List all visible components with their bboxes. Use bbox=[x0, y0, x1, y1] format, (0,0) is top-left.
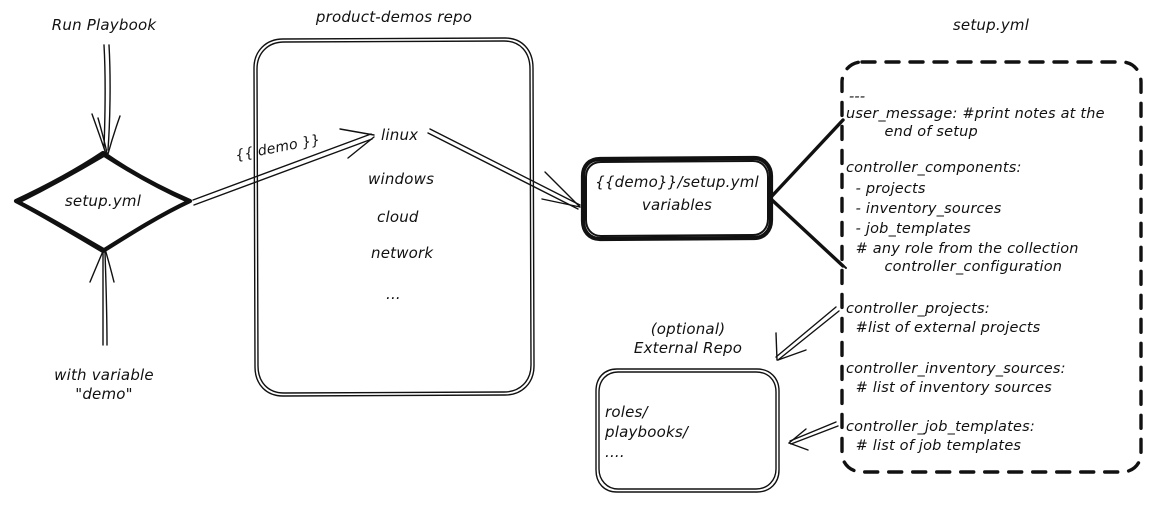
arrow-with-variable bbox=[89, 248, 115, 346]
external-repo-title: (optional) External Repo bbox=[633, 320, 743, 357]
external-repo-item-ellipsis: .... bbox=[605, 443, 625, 461]
repo-item-network: network bbox=[371, 244, 434, 262]
panel-line-2: end of setup bbox=[846, 124, 978, 140]
panel-line-5: - projects bbox=[846, 181, 926, 197]
panel-line-4: controller_components: bbox=[846, 160, 1022, 176]
panel-line-18: # list of job templates bbox=[846, 438, 1022, 454]
arrow-setup-to-linux bbox=[192, 128, 375, 206]
arrow-job-templates-to-external-repo bbox=[788, 421, 839, 451]
panel-line-14: controller_inventory_sources: bbox=[846, 361, 1066, 377]
panel-line-1: user_message: #print notes at the bbox=[846, 106, 1105, 122]
arrow-projects-to-external-repo bbox=[775, 306, 840, 361]
repo-item-cloud: cloud bbox=[377, 208, 419, 226]
run-playbook-label: Run Playbook bbox=[51, 16, 157, 34]
panel-line-0: --- bbox=[849, 89, 866, 105]
arrow-run-playbook bbox=[91, 44, 121, 155]
panel-line-11: controller_projects: bbox=[846, 301, 990, 317]
panel-line-12: #list of external projects bbox=[846, 320, 1041, 336]
panel-line-9: controller_configuration bbox=[846, 259, 1063, 275]
panel-line-6: - inventory_sources bbox=[846, 201, 1002, 217]
panel-line-15: # list of inventory sources bbox=[846, 380, 1052, 396]
arrow-panel-top-to-variables bbox=[770, 118, 847, 269]
setup-yml-panel-title: setup.yml bbox=[952, 16, 1030, 34]
product-demos-repo-title: product-demos repo bbox=[315, 8, 473, 26]
external-repo-item-roles: roles/ bbox=[605, 403, 648, 421]
node-variables-box bbox=[580, 155, 774, 242]
node-product-demos-repo-box bbox=[253, 37, 535, 397]
node-setup-yml-diamond bbox=[13, 150, 193, 254]
variables-box-line2: variables bbox=[641, 196, 713, 214]
setup-yml-diamond-label: setup.yml bbox=[64, 192, 142, 210]
with-variable-label: with variable "demo" bbox=[54, 366, 154, 403]
arrow-linux-to-variables bbox=[427, 128, 581, 210]
panel-line-8: # any role from the collection bbox=[846, 241, 1079, 257]
variables-box-line1: {{demo}}/setup.yml bbox=[595, 173, 759, 191]
external-repo-item-playbooks: playbooks/ bbox=[605, 423, 689, 441]
panel-line-17: controller_job_templates: bbox=[846, 419, 1035, 435]
repo-item-linux: linux bbox=[381, 126, 419, 144]
panel-line-7: - job_templates bbox=[846, 221, 971, 237]
node-external-repo-box bbox=[595, 368, 780, 493]
repo-item-windows: windows bbox=[368, 170, 435, 188]
repo-item-ellipsis: ... bbox=[386, 285, 401, 303]
